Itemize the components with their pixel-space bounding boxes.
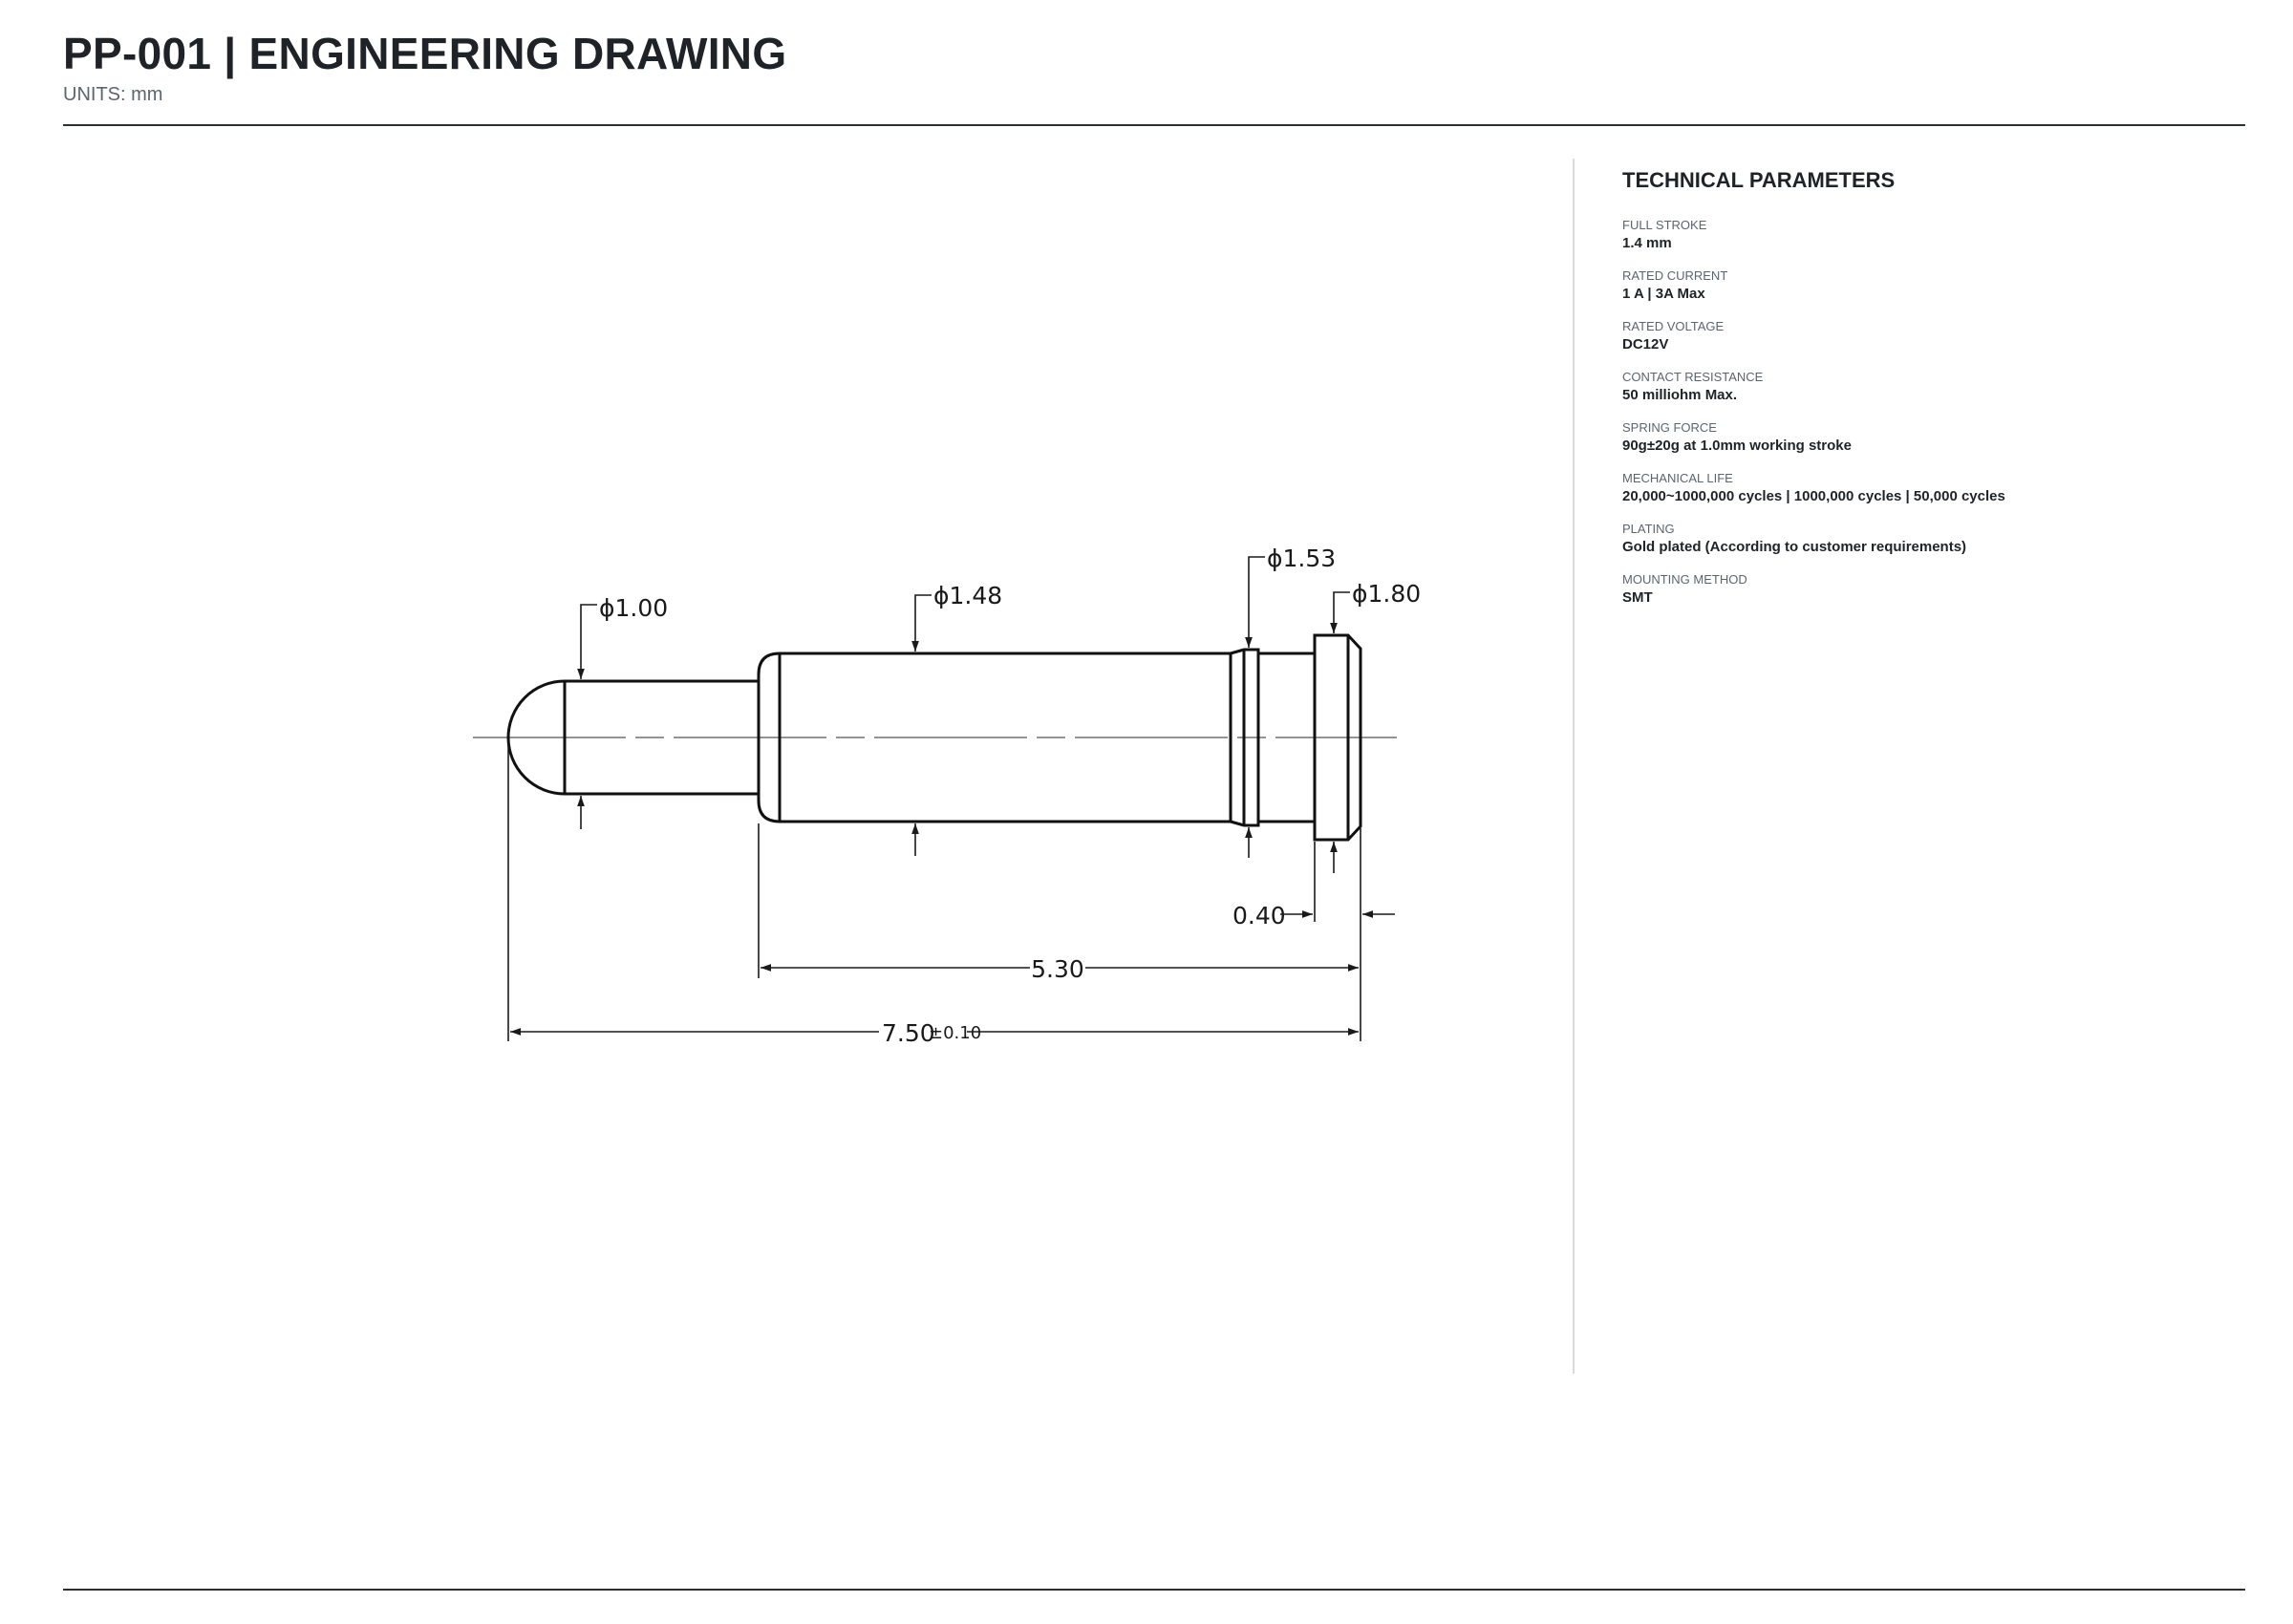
- param-label: PLATING: [1622, 522, 1675, 536]
- param-rated-current: RATED CURRENT 1 A | 3A Max: [1622, 268, 2234, 303]
- param-mechanical-life: MECHANICAL LIFE 20,000~1000,000 cycles |…: [1622, 471, 2234, 505]
- params-title: TECHNICAL PARAMETERS: [1622, 168, 1896, 192]
- param-label: RATED CURRENT: [1622, 268, 1728, 283]
- param-value: 1 A | 3A Max: [1622, 286, 1705, 302]
- param-value: 1.4 mm: [1622, 235, 1672, 251]
- dim-tip-label: ϕ1.00: [599, 594, 668, 622]
- dim-groove-diameter: [1245, 556, 1265, 858]
- param-value: DC12V: [1622, 336, 1669, 353]
- page-header: PP-001 | ENGINEERING DRAWING UNITS: mm: [63, 27, 2245, 106]
- dim-flange-diameter: [1330, 591, 1350, 873]
- dim-total-length-label: 7.50: [882, 1019, 935, 1047]
- dim-tip-diameter: [577, 604, 597, 829]
- param-value: 50 milliohm Max.: [1622, 387, 1738, 403]
- technical-parameters-panel: TECHNICAL PARAMETERS FULL STROKE 1.4 mm …: [1622, 164, 2234, 623]
- panel-divider: [1573, 159, 1575, 1374]
- param-plating: PLATING Gold plated (According to custom…: [1622, 522, 2234, 556]
- dim-groove-label: ϕ1.53: [1267, 545, 1336, 572]
- groove: [1230, 648, 1260, 827]
- param-spring-force: SPRING FORCE 90g±20g at 1.0mm working st…: [1622, 420, 2234, 455]
- param-value: 20,000~1000,000 cycles | 1000,000 cycles…: [1622, 488, 2005, 504]
- header-rule: [63, 124, 2245, 126]
- units-label: UNITS: mm: [63, 84, 163, 105]
- engineering-drawing: ϕ1.00 ϕ1.48 ϕ1.53 ϕ1.80 0.40 5.30 7.50 ±…: [473, 545, 1421, 1047]
- param-value: Gold plated (According to customer requi…: [1622, 539, 1967, 555]
- param-value: SMT: [1622, 589, 1653, 606]
- pin-tip: [506, 679, 566, 796]
- dim-body-diameter: [911, 594, 932, 856]
- page-title: PP-001 | ENGINEERING DRAWING: [63, 29, 787, 78]
- param-rated-voltage: RATED VOLTAGE DC12V: [1622, 319, 2234, 353]
- param-mounting-method: MOUNTING METHOD SMT: [1622, 572, 2234, 607]
- param-label: CONTACT RESISTANCE: [1622, 370, 1764, 384]
- pin-outline: [506, 633, 1362, 842]
- param-label: MECHANICAL LIFE: [1622, 471, 1733, 485]
- param-label: MOUNTING METHOD: [1622, 572, 1747, 587]
- dim-flange-label: ϕ1.80: [1352, 580, 1421, 608]
- dim-body-length-label: 5.30: [1031, 955, 1084, 983]
- footer-rule: [63, 1589, 2245, 1591]
- param-label: FULL STROKE: [1622, 218, 1707, 232]
- param-contact-resistance: CONTACT RESISTANCE 50 milliohm Max.: [1622, 370, 2234, 404]
- dim-thickness-label: 0.40: [1232, 902, 1286, 930]
- dim-total-tolerance: ±0.10: [929, 1023, 981, 1043]
- dim-body-label: ϕ1.48: [933, 582, 1002, 609]
- extension-lines: [507, 745, 1361, 1041]
- param-label: SPRING FORCE: [1622, 420, 1717, 435]
- param-full-stroke: FULL STROKE 1.4 mm: [1622, 218, 2234, 252]
- param-label: RATED VOLTAGE: [1622, 319, 1725, 333]
- param-value: 90g±20g at 1.0mm working stroke: [1622, 438, 1852, 454]
- barrel-front-round: [757, 652, 781, 823]
